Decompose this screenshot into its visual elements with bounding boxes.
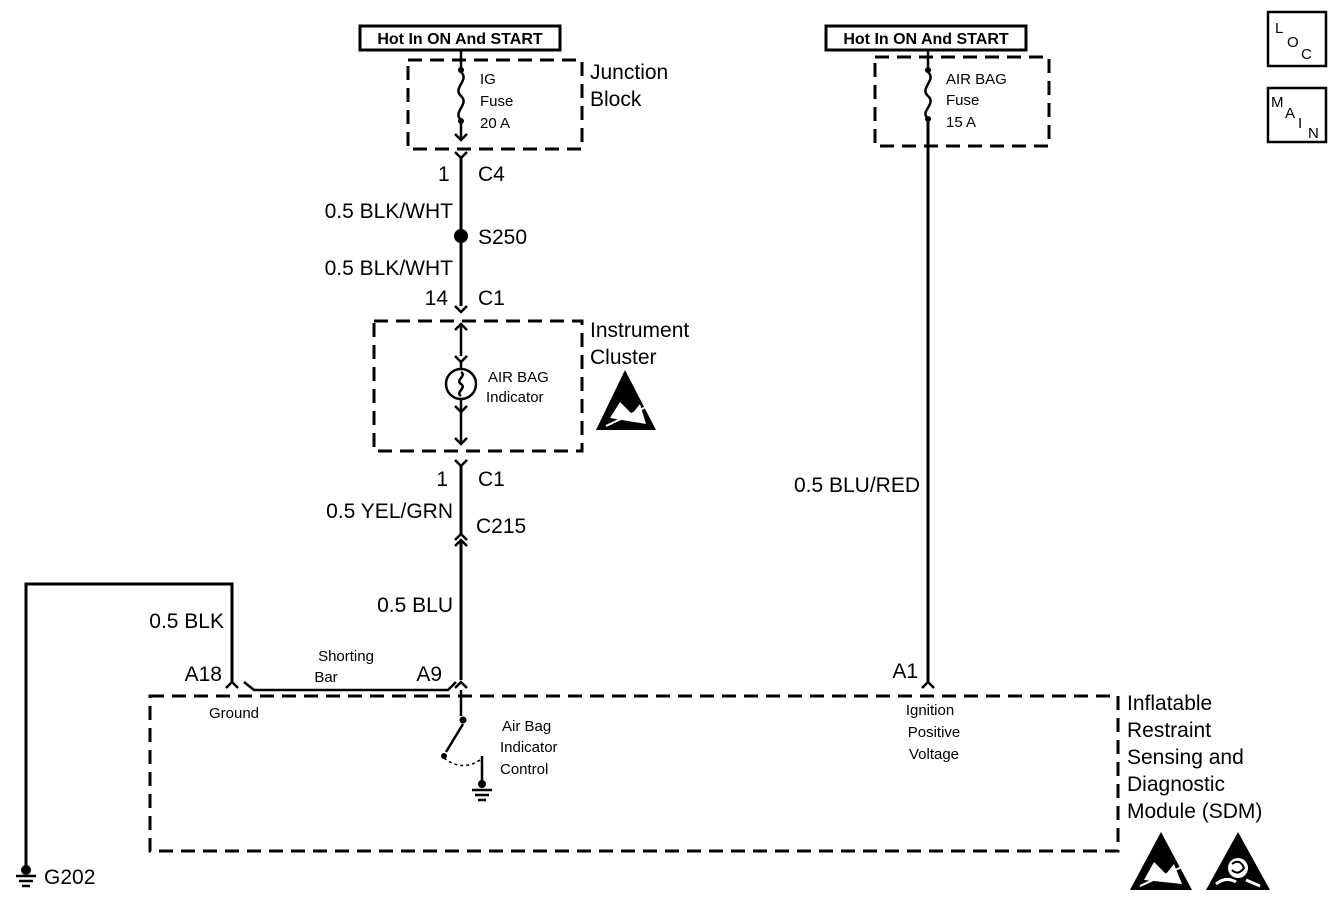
svg-text:C: C: [1301, 46, 1312, 63]
svg-text:L: L: [1275, 20, 1283, 37]
svg-text:Voltage: Voltage: [909, 746, 959, 763]
svg-text:20 A: 20 A: [480, 115, 510, 132]
svg-text:Indicator: Indicator: [500, 739, 558, 756]
wire-label-blk-wht-1: 0.5 BLK/WHT: [325, 200, 454, 223]
wire-label-blu-red: 0.5 BLU/RED: [794, 474, 920, 497]
instrument-cluster: Instrument Cluster: [372, 319, 689, 453]
svg-text:A18: A18: [185, 663, 222, 686]
sdm-ground-label: Ground: [209, 705, 259, 722]
connector-c1-top: 14 C1: [425, 287, 505, 314]
svg-text:Bar: Bar: [314, 669, 337, 686]
connector-c215: C215: [454, 515, 526, 547]
svg-text:Hot In ON And START: Hot In ON And START: [377, 31, 543, 48]
svg-text:O: O: [1287, 34, 1299, 51]
svg-text:M: M: [1271, 94, 1284, 111]
ground-g202: G202: [16, 865, 95, 889]
svg-text:Ignition: Ignition: [906, 702, 954, 719]
junction-block: Junction Block: [406, 58, 668, 151]
connector-c1-bottom: 1 C1: [436, 459, 505, 491]
ignition-positive-voltage: Ignition Positive Voltage: [906, 702, 960, 763]
wire-label-yel-grn: 0.5 YEL/GRN: [326, 500, 453, 523]
svg-text:Indicator: Indicator: [486, 389, 544, 406]
svg-text:Inflatable: Inflatable: [1127, 692, 1212, 715]
svg-text:Fuse: Fuse: [480, 93, 513, 110]
sdm-module: Inflatable Restraint Sensing and Diagnos…: [148, 692, 1262, 853]
airbag-warning-icon: [1206, 832, 1270, 890]
svg-text:1: 1: [438, 163, 450, 186]
ig-fuse: IG Fuse 20 A: [454, 50, 513, 142]
esd-warning-icon: [596, 370, 656, 430]
airbag-indicator: AIR BAG Indicator: [444, 322, 549, 446]
wire-label-blu: 0.5 BLU: [377, 594, 453, 617]
svg-text:S250: S250: [478, 226, 527, 249]
svg-text:C1: C1: [478, 468, 505, 491]
svg-text:Junction: Junction: [590, 61, 668, 84]
svg-text:1: 1: [436, 468, 448, 491]
svg-text:Hot In ON And START: Hot In ON And START: [843, 31, 1009, 48]
svg-text:Control: Control: [500, 761, 548, 778]
svg-text:Cluster: Cluster: [590, 346, 657, 369]
svg-text:Positive: Positive: [908, 724, 961, 741]
svg-text:C215: C215: [476, 515, 526, 538]
svg-text:N: N: [1308, 125, 1319, 142]
connector-a9: A9: [416, 663, 468, 689]
svg-text:Diagnostic: Diagnostic: [1127, 773, 1225, 796]
svg-text:A9: A9: [416, 663, 442, 686]
wire-label-blk-wht-2: 0.5 BLK/WHT: [325, 257, 454, 280]
shorting-bar: Shorting Bar: [243, 648, 457, 692]
svg-text:Module (SDM): Module (SDM): [1127, 800, 1262, 823]
airbag-fuse: AIR BAG Fuse 15 A: [924, 50, 1007, 131]
svg-text:14: 14: [425, 287, 449, 310]
wire-blk: [24, 582, 234, 866]
svg-text:G202: G202: [44, 866, 95, 889]
svg-text:A1: A1: [892, 660, 918, 683]
power-label-left: Hot In ON And START: [358, 24, 562, 52]
connector-a18: A18: [185, 663, 239, 689]
svg-text:Instrument: Instrument: [590, 319, 689, 342]
svg-text:Sensing and: Sensing and: [1127, 746, 1244, 769]
svg-text:15 A: 15 A: [946, 114, 976, 131]
power-label-right: Hot In ON And START: [824, 24, 1028, 52]
svg-text:AIR BAG: AIR BAG: [946, 71, 1007, 88]
wire-label-blk: 0.5 BLK: [149, 610, 224, 633]
airbag-indicator-control: Air Bag Indicator Control: [441, 690, 558, 802]
svg-text:Shorting: Shorting: [318, 648, 374, 665]
splice-s250: S250: [454, 226, 527, 249]
svg-text:Block: Block: [590, 88, 642, 111]
svg-text:I: I: [1298, 115, 1302, 132]
svg-text:AIR BAG: AIR BAG: [488, 369, 549, 386]
svg-text:Air Bag: Air Bag: [502, 718, 551, 735]
location-view-icon[interactable]: L O C: [1266, 10, 1328, 68]
svg-text:A: A: [1285, 105, 1295, 122]
svg-text:IG: IG: [480, 71, 496, 88]
svg-text:C4: C4: [478, 163, 505, 186]
svg-text:Fuse: Fuse: [946, 92, 979, 109]
svg-text:C1: C1: [478, 287, 505, 310]
connector-a1: A1: [892, 660, 935, 689]
main-view-icon[interactable]: M A I N: [1266, 86, 1328, 144]
connector-c4: 1 C4: [438, 151, 505, 186]
esd-warning-icon: [1130, 832, 1192, 890]
svg-text:Restraint: Restraint: [1127, 719, 1211, 742]
